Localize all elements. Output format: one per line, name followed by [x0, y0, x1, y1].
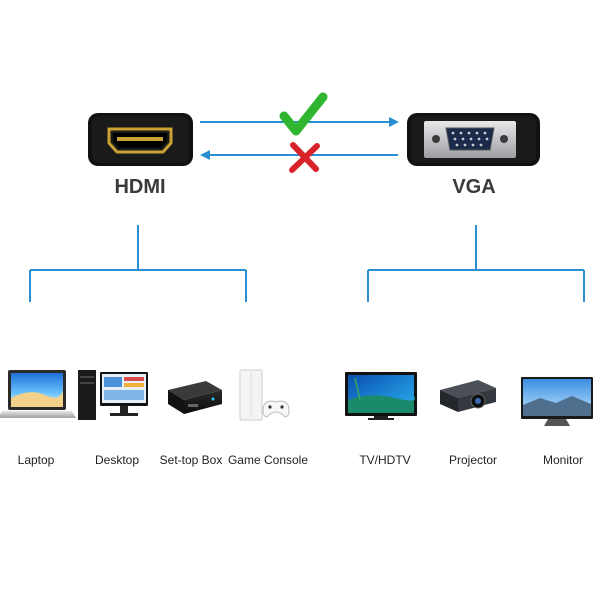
device-label-tv: TV/HDTV [359, 453, 411, 467]
set-top-box-icon [168, 381, 222, 414]
monitor-icon [521, 377, 593, 426]
game-console-icon [239, 369, 290, 421]
tv-icon [345, 372, 417, 420]
hdmi-port-icon [88, 113, 193, 166]
cross-icon [289, 142, 320, 173]
device-label-laptop: Laptop [17, 453, 55, 467]
hdmi-device-tree [29, 225, 247, 302]
device-label-set-top-box: Set-top Box [159, 453, 223, 467]
hdmi-label: HDMI [114, 176, 166, 198]
projector-icon [440, 380, 496, 412]
device-label-monitor: Monitor [542, 453, 583, 467]
desktop-icon [78, 370, 148, 420]
device-label-desktop: Desktop [94, 453, 140, 467]
vga-device-tree [367, 225, 585, 302]
check-icon [279, 92, 328, 136]
device-label-game-console: Game Console [227, 453, 309, 467]
vga-label: VGA [452, 176, 496, 198]
device-label-projector: Projector [448, 453, 498, 467]
vga-port-icon [407, 113, 540, 166]
laptop-icon [0, 370, 76, 418]
